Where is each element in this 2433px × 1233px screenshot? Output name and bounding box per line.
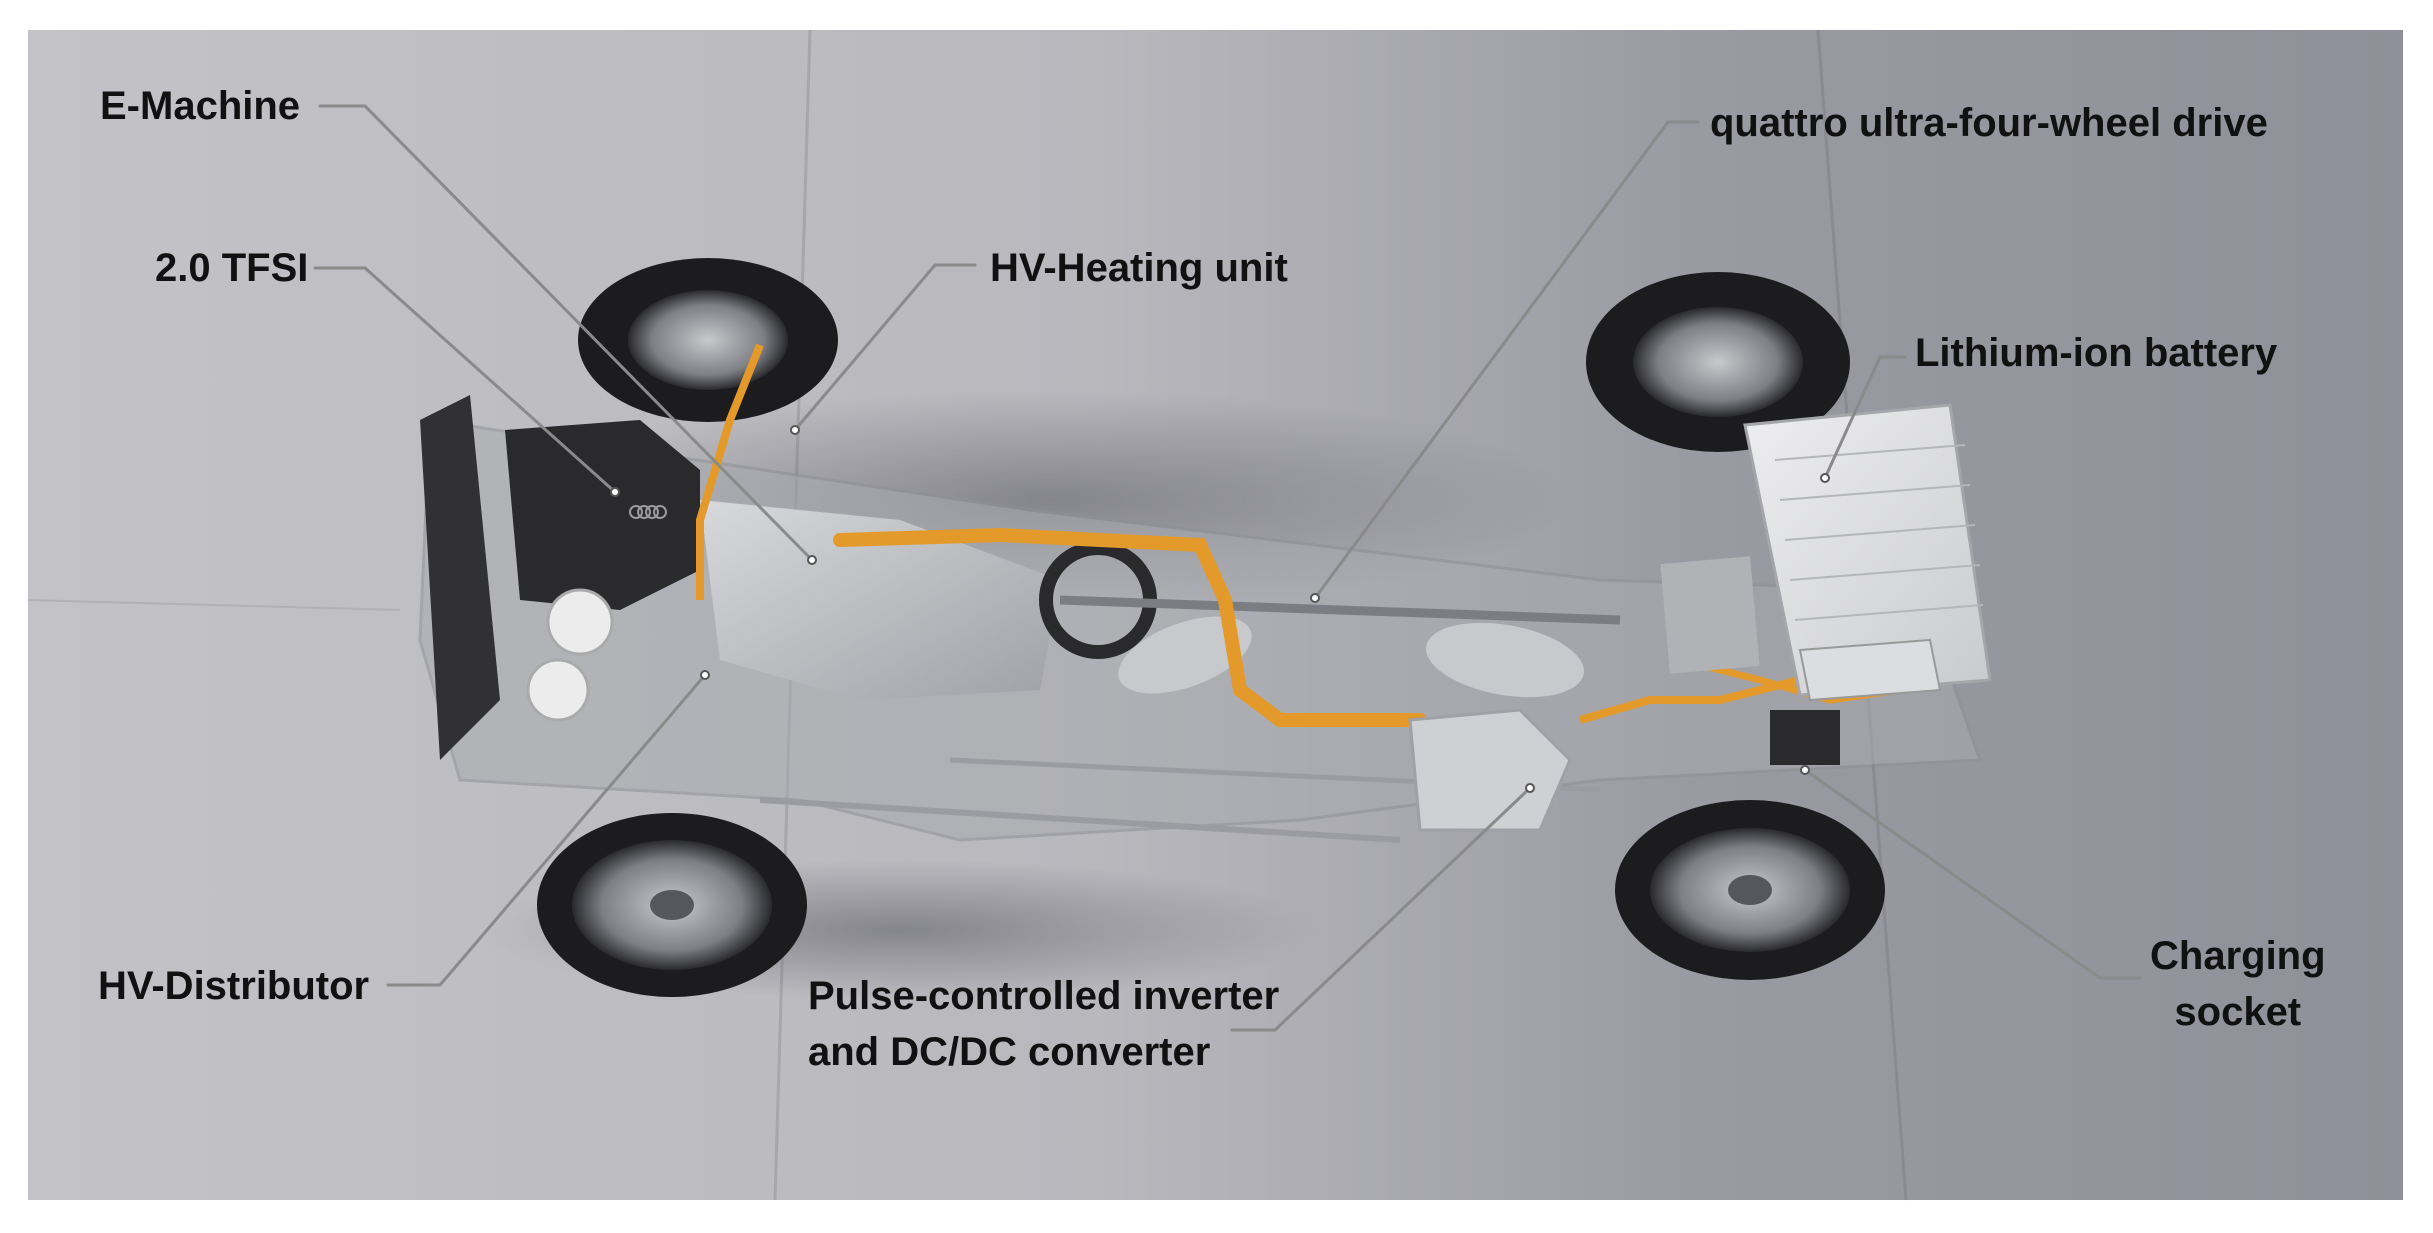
battery-charger	[1798, 638, 1942, 702]
rear-electronics	[1660, 556, 1760, 674]
label-hv-distributor: HV-Distributor	[98, 964, 370, 1008]
leader-line-tfsi	[313, 266, 617, 494]
engine-cover	[505, 420, 700, 610]
label-inverter-line1: Pulse-controlled inverter	[808, 974, 1280, 1018]
leader-line-battery	[1823, 355, 1907, 480]
leader-dot	[1820, 473, 1830, 483]
leader-line-inverter	[1230, 786, 1532, 1032]
leader-dot	[1525, 783, 1535, 793]
battery-pack	[1743, 403, 1992, 697]
label-hv-heating-unit: HV-Heating unit	[990, 246, 1288, 290]
radiator	[420, 395, 500, 760]
leader-line-e-machine	[318, 104, 814, 562]
propshaft	[1059, 595, 1621, 625]
muffler	[1425, 622, 1585, 698]
battery-ribs	[1774, 444, 1984, 621]
label-pulse-controlled-inverter: Pulse-controlled inverter and DC/DC conv…	[808, 968, 1279, 1080]
charging-unit	[1770, 710, 1840, 765]
leader-lines	[313, 104, 2142, 1032]
leader-line-hv-heating	[793, 263, 977, 432]
leader-dot	[1310, 593, 1320, 603]
gearbox	[700, 500, 1060, 700]
front-right-wheel	[537, 813, 807, 997]
label-e-machine: E-Machine	[100, 84, 301, 128]
label-inverter-line2: and DC/DC converter	[808, 1030, 1211, 1074]
hv-cable	[1578, 676, 1801, 724]
label-charging-line1: Charging	[2150, 934, 2326, 978]
label-charging-socket: Charging socket	[2150, 928, 2326, 1040]
rear-right-wheel	[1615, 800, 1885, 980]
side-rail	[759, 797, 1401, 843]
label-quattro: quattro ultra-four-wheel drive	[1710, 101, 2268, 145]
leader-line-quattro	[1313, 120, 1700, 600]
hv-cable	[833, 527, 1427, 727]
leader-line-charging	[1803, 768, 2142, 980]
label-lithium-ion-battery: Lithium-ion battery	[1915, 331, 2278, 375]
leader-dot	[1800, 765, 1810, 775]
leader-dots	[610, 425, 1830, 793]
inverter-housing	[1408, 708, 1572, 832]
front-left-wheel	[578, 258, 838, 422]
hv-cable	[696, 343, 764, 600]
audi-rings-icon	[629, 505, 667, 519]
leader-dot	[807, 555, 817, 565]
leader-dot	[610, 487, 620, 497]
muffler	[1118, 616, 1252, 694]
leader-dot	[790, 425, 800, 435]
rear-left-wheel	[1586, 272, 1850, 452]
coolant-reservoir	[546, 588, 614, 656]
coolant-reservoir	[526, 658, 590, 722]
leader-dot	[700, 670, 710, 680]
label-2-0-tfsi: 2.0 TFSI	[155, 246, 309, 290]
label-charging-line2: socket	[2174, 990, 2302, 1034]
leader-line-hv-distributor	[386, 673, 707, 987]
floor-seam	[27, 599, 401, 611]
